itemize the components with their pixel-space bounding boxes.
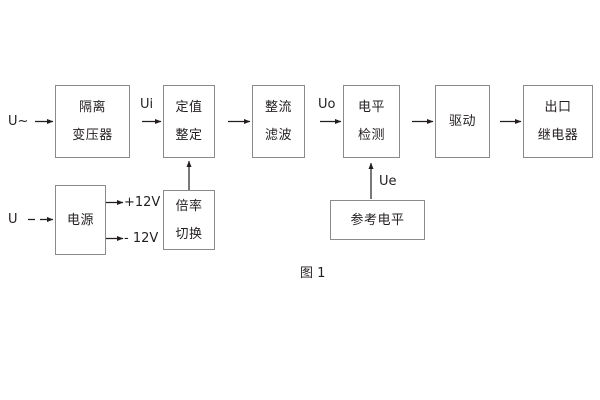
label-uo: Uo — [318, 97, 336, 112]
block-label-line: 驱动 — [448, 114, 476, 129]
block-label-line: 电源 — [66, 212, 94, 228]
label-ac-input: U~ — [8, 114, 29, 129]
block-label-line: 电平 — [357, 100, 385, 115]
block-rectify-filter[interactable]: 整流 滤波 — [252, 85, 305, 158]
block-multiplier-switch[interactable]: 倍率 切换 — [163, 190, 215, 250]
label-rail-negative: - 12V — [124, 231, 159, 246]
block-drive[interactable]: 驱动 — [435, 85, 490, 158]
block-label-line: 切换 — [175, 226, 203, 242]
block-label-line: 出口 — [544, 100, 572, 115]
block-label-line: 整流 — [264, 100, 292, 115]
figure-caption: 图 1 — [300, 266, 326, 281]
block-label-line: 继电器 — [537, 128, 579, 143]
block-label-line: 参考电平 — [350, 212, 405, 228]
block-label-line: 检测 — [357, 128, 385, 143]
block-label-line: 倍率 — [175, 198, 203, 214]
block-setting-value[interactable]: 定值 整定 — [163, 85, 215, 158]
label-ui: Ui — [140, 97, 154, 112]
label-dc-input: U — [8, 212, 18, 227]
block-reference-level[interactable]: 参考电平 — [330, 200, 425, 240]
label-rail-positive: +12V — [124, 195, 161, 210]
block-label-line: 滤波 — [264, 128, 292, 143]
block-isolation-transformer[interactable]: 隔离 变压器 — [55, 85, 130, 158]
block-output-relay[interactable]: 出口 继电器 — [523, 85, 593, 158]
block-label-line: 整定 — [175, 128, 203, 143]
block-label-line: 变压器 — [72, 128, 113, 143]
label-ue: Ue — [379, 174, 397, 189]
block-label-line: 定值 — [175, 100, 203, 115]
block-power-supply[interactable]: 电源 — [55, 185, 106, 255]
block-label-line: 隔离 — [78, 100, 106, 115]
block-level-detection[interactable]: 电平 检测 — [343, 85, 400, 158]
